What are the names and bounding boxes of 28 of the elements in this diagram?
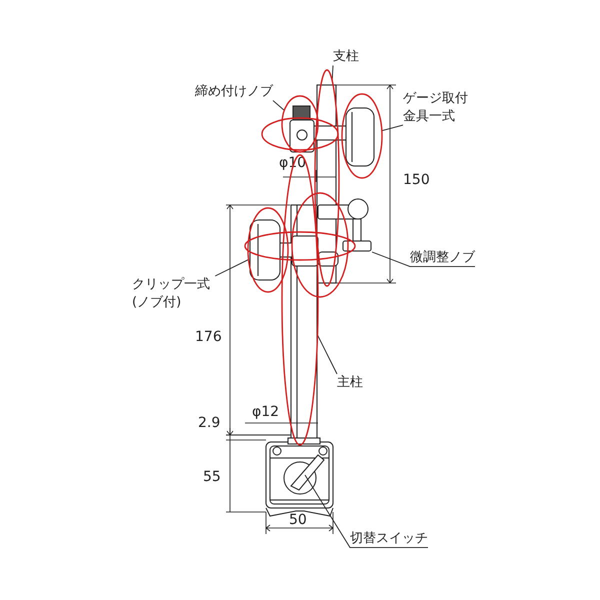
dimension-label: φ12	[252, 403, 280, 422]
dimension-label: 2.9	[198, 414, 220, 433]
dimension-label: 50	[289, 511, 307, 530]
highlight-ellipse	[291, 192, 349, 298]
leader-line	[214, 259, 249, 276]
dimension-label: 176	[195, 328, 222, 347]
leader-line	[317, 334, 338, 374]
highlight-ellipse	[341, 93, 383, 179]
highlight-ellipse	[261, 117, 339, 151]
dimension-label: 150	[403, 171, 430, 190]
leader-line	[381, 124, 404, 132]
leader-line	[272, 100, 285, 111]
leader-line	[372, 252, 476, 267]
dimension-label: 55	[203, 468, 221, 487]
part-name-text: クリップ一式(ノブ付)	[132, 277, 210, 310]
highlight-ellipse	[281, 95, 319, 153]
leader-line	[304, 474, 428, 548]
highlight-ellipse	[281, 154, 319, 446]
highlight-ellipse	[247, 207, 289, 293]
part-name-text: ゲージ取付金具一式	[403, 91, 468, 124]
part-name-text: 主柱	[337, 375, 363, 390]
highlight-ellipse	[244, 231, 356, 261]
highlight-ellipse	[314, 69, 340, 287]
part-name-text: 締め付けノブ	[195, 84, 273, 99]
part-name-text: 微調整ノブ	[410, 250, 475, 265]
part-name-text: 切替スイッチ	[350, 531, 428, 546]
part-name-text: 支柱	[333, 49, 359, 64]
leader-line	[332, 65, 334, 82]
